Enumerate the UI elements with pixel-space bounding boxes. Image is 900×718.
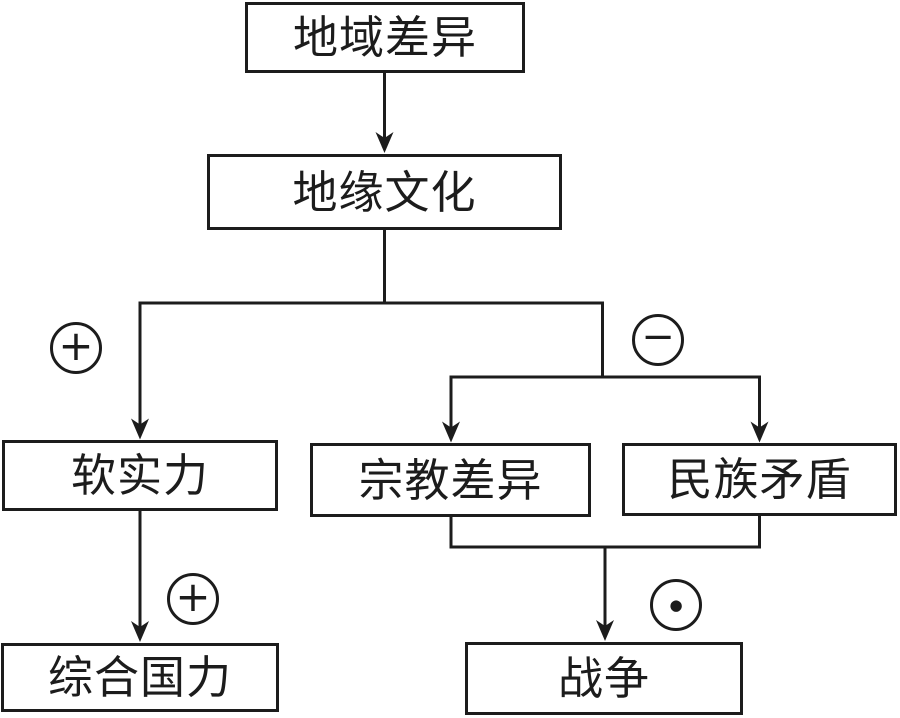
- node-ethnic-conflict: 民族矛盾: [622, 443, 897, 516]
- dot-icon: ●: [669, 595, 683, 614]
- node-religious-difference-label: 宗教差异: [358, 453, 543, 507]
- node-war: 战争: [465, 642, 743, 715]
- node-soft-power: 软实力: [2, 440, 278, 511]
- edge-geoculture-split: [138, 230, 604, 305]
- node-geo-culture-label: 地缘文化: [292, 165, 477, 219]
- node-national-power: 综合国力: [1, 643, 279, 712]
- edge-regional-to-geoculture: [375, 73, 394, 153]
- node-war-label: 战争: [557, 652, 650, 705]
- plus-icon: +: [58, 321, 94, 370]
- node-national-power-label: 综合国力: [47, 651, 232, 704]
- plus-icon: +: [175, 572, 211, 621]
- node-ethnic-conflict-label: 民族矛盾: [667, 453, 852, 506]
- plus-sign-badge-top: +: [50, 322, 102, 374]
- dot-sign-badge: ●: [650, 579, 702, 631]
- node-regional-difference-label: 地域差异: [292, 11, 477, 64]
- edge-minus-branch: [449, 301, 761, 379]
- minus-icon: −: [641, 314, 675, 360]
- edge-to-ethnic-conflict: [750, 375, 769, 443]
- node-regional-difference: 地域差异: [245, 2, 525, 73]
- node-geo-culture: 地缘文化: [207, 154, 562, 230]
- edge-merge-to-war: [449, 515, 761, 641]
- node-religious-difference: 宗教差异: [310, 443, 591, 517]
- plus-sign-badge-bottom: +: [167, 573, 219, 625]
- edge-softpower-to-nationalpower: [131, 511, 149, 642]
- edge-geoculture-to-softpower: [131, 301, 149, 440]
- edge-to-religious-difference: [442, 375, 460, 443]
- node-soft-power-label: 软实力: [70, 449, 209, 502]
- minus-sign-badge: −: [632, 314, 684, 366]
